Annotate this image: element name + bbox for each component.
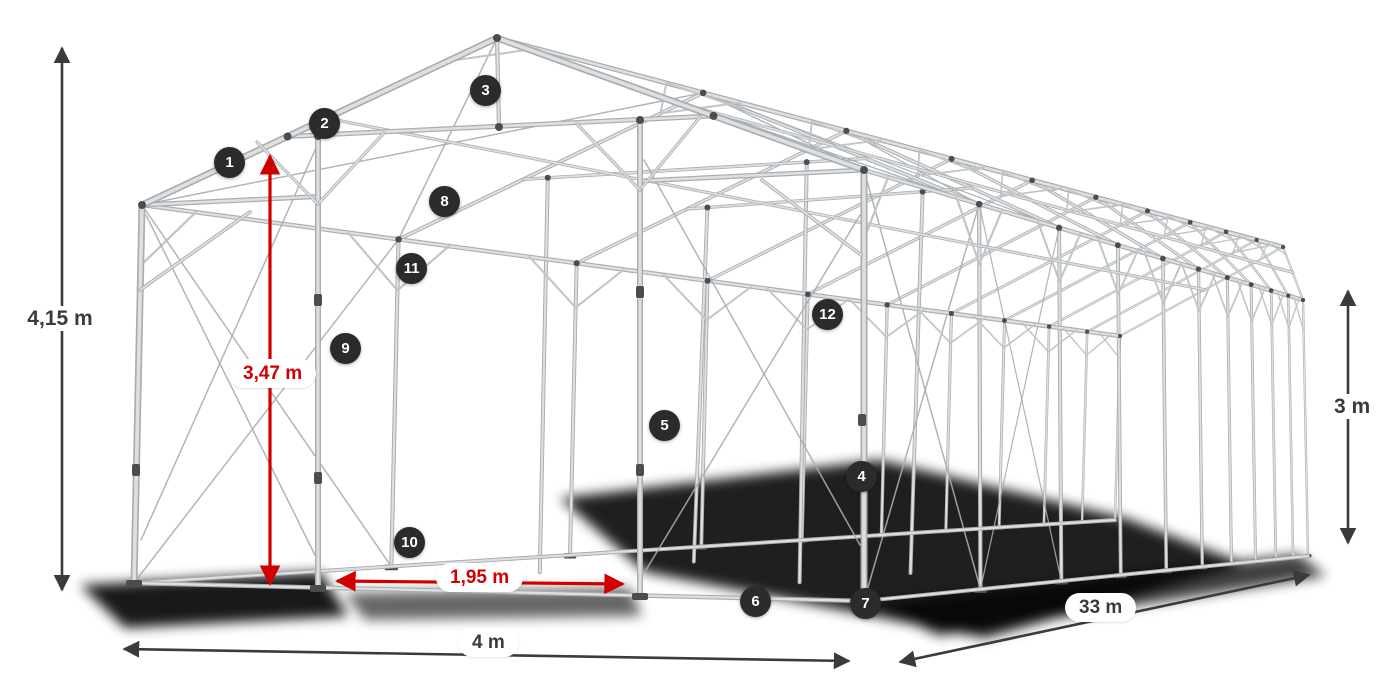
part-marker-4: 4 xyxy=(846,461,877,492)
part-marker-3: 3 xyxy=(470,75,501,106)
dimension-width: 4 m xyxy=(458,628,519,657)
part-marker-7: 7 xyxy=(850,588,881,619)
dimension-length: 33 m xyxy=(1065,593,1137,622)
part-marker-2: 2 xyxy=(309,108,340,139)
dimension-passage-height: 3,47 m xyxy=(229,359,317,388)
part-marker-5: 5 xyxy=(649,410,680,441)
dimension-side-height: 3 m xyxy=(1330,394,1374,419)
part-marker-9: 9 xyxy=(330,333,361,364)
part-marker-10: 10 xyxy=(394,527,425,558)
dimension-passage-width: 1,95 m xyxy=(436,563,524,592)
part-marker-11: 11 xyxy=(396,253,427,284)
part-marker-1: 1 xyxy=(214,147,245,178)
dimension-total-height: 4,15 m xyxy=(12,306,108,331)
part-marker-6: 6 xyxy=(740,586,771,617)
part-marker-12: 12 xyxy=(812,299,843,330)
part-marker-8: 8 xyxy=(429,186,460,217)
